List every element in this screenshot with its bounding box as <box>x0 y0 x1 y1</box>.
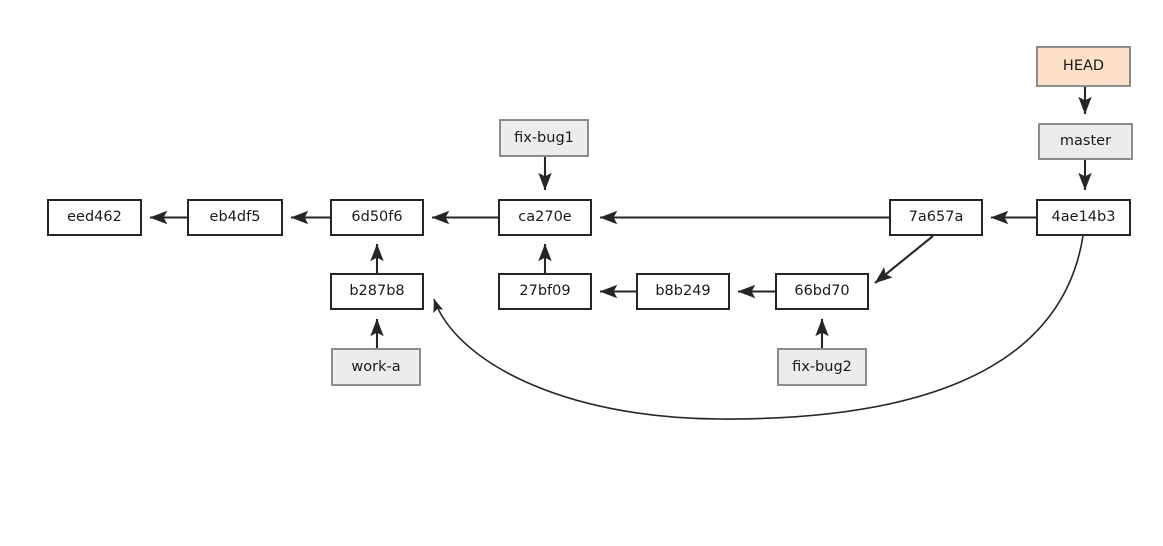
edge-4ae14b3-to-b287b8 <box>433 235 1084 420</box>
commit-label: 7a657a <box>908 209 964 226</box>
commit-label: ca270e <box>518 209 572 226</box>
commit-label: 27bf09 <box>519 283 571 300</box>
commit-node-b8b249[interactable]: b8b249 <box>636 273 730 310</box>
branch-ref-fix-bug2[interactable]: fix-bug2 <box>777 348 867 386</box>
commit-label: 66bd70 <box>794 283 850 300</box>
commit-label: 4ae14b3 <box>1051 209 1116 226</box>
branch-ref-work-a[interactable]: work-a <box>331 348 421 386</box>
commit-node-b287b8[interactable]: b287b8 <box>330 273 424 310</box>
branch-label: work-a <box>351 358 401 375</box>
commit-node-eb4df5[interactable]: eb4df5 <box>187 199 283 236</box>
commit-label: b287b8 <box>349 283 405 300</box>
branch-label: fix-bug1 <box>514 129 574 146</box>
head-ref-pointer[interactable]: HEAD <box>1036 46 1131 87</box>
edge-7a657a-to-66bd70 <box>874 235 934 284</box>
branch-label: fix-bug2 <box>792 358 852 375</box>
commit-node-7a657a[interactable]: 7a657a <box>889 199 983 236</box>
commit-node-4ae14b3[interactable]: 4ae14b3 <box>1036 199 1131 236</box>
branch-ref-fix-bug1[interactable]: fix-bug1 <box>499 119 589 157</box>
commit-label: eb4df5 <box>209 209 261 226</box>
commit-node-66bd70[interactable]: 66bd70 <box>775 273 869 310</box>
head-label: HEAD <box>1062 58 1105 75</box>
branch-ref-master[interactable]: master <box>1038 123 1133 160</box>
commit-label: 6d50f6 <box>351 209 403 226</box>
commit-label: b8b249 <box>655 283 711 300</box>
commit-node-eed462[interactable]: eed462 <box>47 199 142 236</box>
commit-node-27bf09[interactable]: 27bf09 <box>498 273 592 310</box>
commit-node-6d50f6[interactable]: 6d50f6 <box>330 199 424 236</box>
commit-node-ca270e[interactable]: ca270e <box>498 199 592 236</box>
commit-label: eed462 <box>67 209 122 226</box>
branch-label: master <box>1059 133 1112 150</box>
